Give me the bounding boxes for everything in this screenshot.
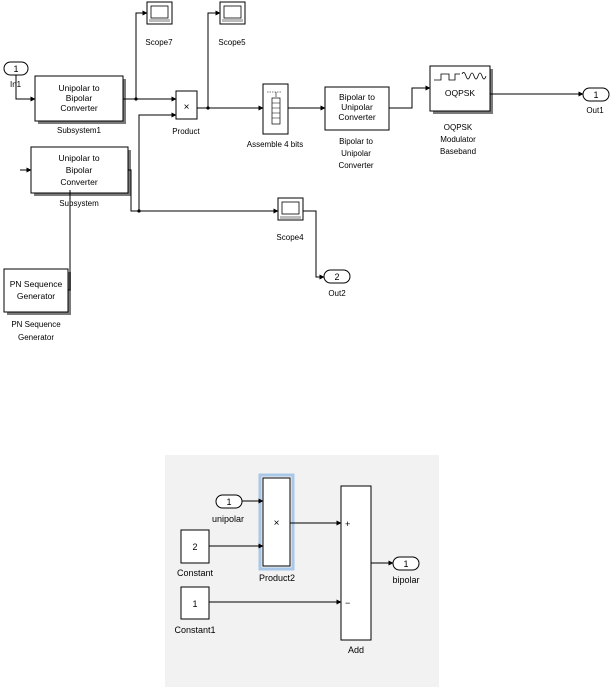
subsystem-panel [165,455,439,687]
svg-text:−: − [345,598,350,608]
subsystem1-label: Subsystem1 [57,126,102,135]
constant-label: Constant [177,568,214,578]
product2-label: Product2 [259,573,295,583]
pn-label-2: Generator [18,333,54,342]
subsystem-block[interactable]: Unipolar to Bipolar Converter [30,146,131,196]
bottom-wires [209,498,394,605]
b2u-label-2: Unipolar [341,149,371,158]
subsystem1-block[interactable]: Unipolar to Bipolar Converter [34,75,126,124]
out1-port[interactable]: 1 [582,87,610,102]
assemble-block[interactable] [262,83,289,135]
b2u-label-1: Bipolar to [339,137,373,146]
top-model: 1 In1 Unipolar to Bipolar Converter Subs… [3,1,610,342]
constant-block[interactable]: 2 [180,529,210,564]
constant1-label: Constant1 [174,625,215,635]
svg-text:1: 1 [593,90,598,100]
scope4-label: Scope4 [276,233,304,242]
bipolar-outport[interactable]: 1 [392,556,420,571]
oqpsk-label-2: Modulator [440,135,476,144]
svg-text:Unipolar: Unipolar [341,102,373,112]
svg-text:1: 1 [403,559,408,569]
bottom-subsystem: 1 unipolar × Product2 2 Constant 1 Const… [165,455,439,687]
svg-text:×: × [184,102,190,113]
constant1-block[interactable]: 1 [180,586,210,620]
pn-label-1: PN Sequence [11,320,61,329]
top-wires [15,10,584,291]
scope5-label: Scope5 [218,38,246,47]
out2-label: Out2 [328,289,346,298]
bipolar-to-unipolar-block[interactable]: Bipolar to Unipolar Converter [324,86,390,131]
bipolar-label: bipolar [392,575,419,585]
b2u-label-3: Converter [338,161,373,170]
out1-label: Out1 [586,106,604,115]
pn-sequence-generator-block[interactable]: PN Sequence Generator [3,268,71,315]
out2-port[interactable]: 2 [323,269,351,284]
svg-text:2: 2 [334,272,339,282]
svg-text:Bipolar: Bipolar [66,165,93,175]
add-block[interactable]: + − [340,485,372,641]
product-label: Product [172,127,200,136]
svg-text:Unipolar to: Unipolar to [58,83,99,93]
oqpsk-label-3: Baseband [440,147,476,156]
add-label: Add [348,645,364,655]
svg-text:Unipolar to: Unipolar to [58,153,99,163]
assemble-label: Assemble 4 bits [247,140,303,149]
svg-text:+: + [345,519,350,529]
product2-block[interactable]: × [258,473,295,571]
svg-text:Converter: Converter [60,177,97,187]
svg-text:×: × [274,518,280,529]
svg-text:PN Sequence: PN Sequence [10,279,63,289]
svg-text:Generator: Generator [17,291,55,301]
scope7-block[interactable] [146,1,173,25]
unipolar-label: unipolar [212,514,244,524]
svg-text:Converter: Converter [338,112,375,122]
svg-text:2: 2 [192,542,197,552]
scope7-label: Scope7 [145,38,173,47]
scope5-block[interactable] [219,1,246,25]
oqpsk-modulator-block[interactable]: OQPSK [429,65,493,114]
svg-text:1: 1 [192,599,197,609]
svg-text:OQPSK: OQPSK [445,88,476,98]
subsystem-label: Subsystem [59,199,99,208]
oqpsk-label-1: OQPSK [444,123,473,132]
in1-port[interactable]: 1 [3,61,29,76]
unipolar-inport[interactable]: 1 [215,494,243,509]
svg-text:1: 1 [226,497,231,507]
scope4-block[interactable] [277,197,304,221]
svg-text:Bipolar to: Bipolar to [339,92,375,102]
svg-text:1: 1 [13,64,18,74]
product-block[interactable]: × [175,90,198,120]
svg-text:Converter: Converter [60,103,97,113]
svg-text:Bipolar: Bipolar [66,93,93,103]
